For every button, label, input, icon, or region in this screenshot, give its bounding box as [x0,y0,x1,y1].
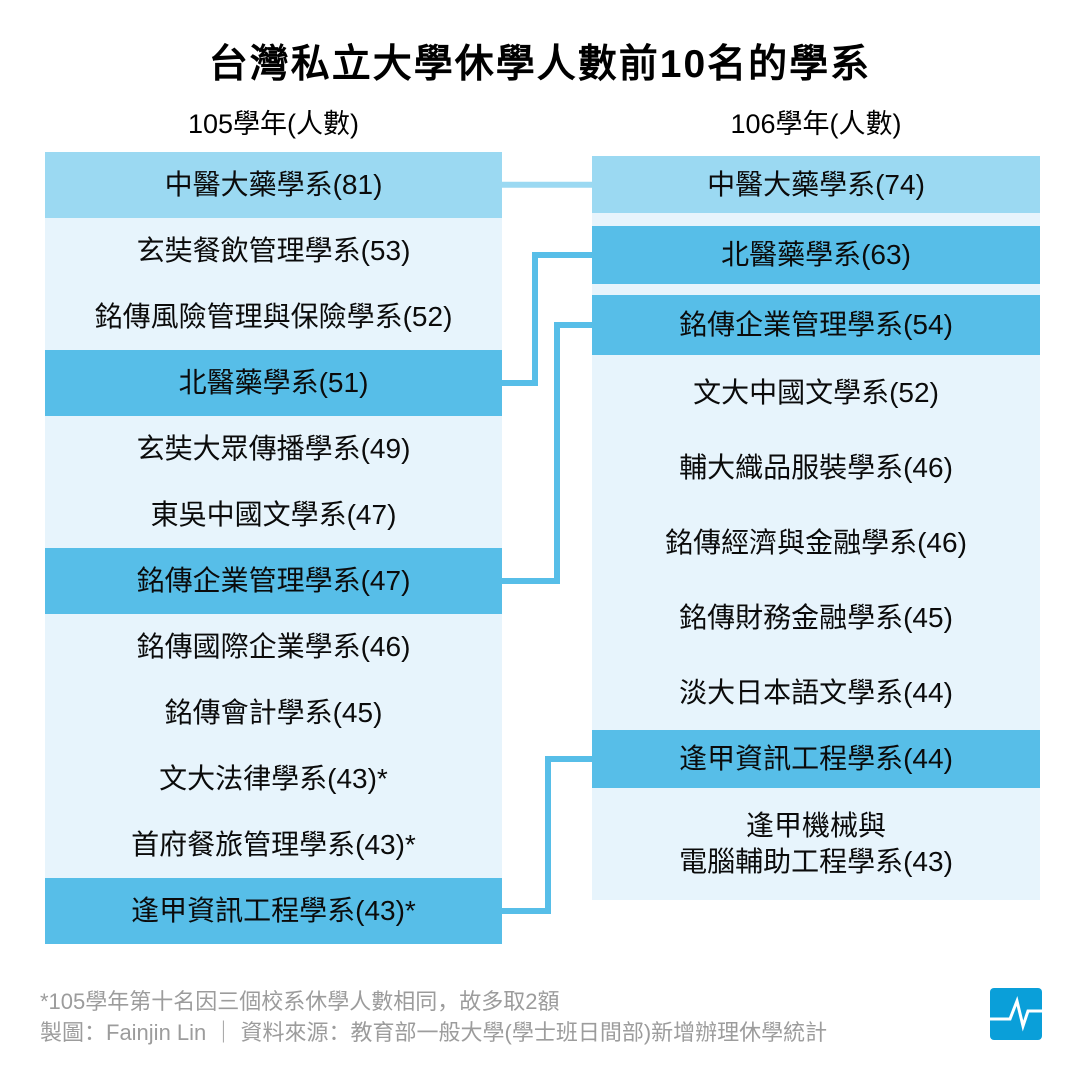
credit-source-text: 製圖：Fainjin Lin ｜ 資料來源：教育部一般大學(學士班日間部)新增辦… [40,1020,828,1045]
dept-row: 北醫藥學系(63) [592,226,1040,284]
dept-row: 輔大織品服裝學系(46) [592,430,1040,505]
dept-row: 東吳中國文學系(47) [45,482,502,548]
chart-title: 台灣私立大學休學人數前10名的學系 [208,43,872,86]
dept-row: 北醫藥學系(51) [45,350,502,416]
dept-row: 銘傳會計學系(45) [45,680,502,746]
ranking-column-105: 中醫大藥學系(81)玄奘餐飲管理學系(53)銘傳風險管理與保險學系(52)北醫藥… [45,152,502,944]
connector-line [502,756,592,914]
ranking-column-106: 中醫大藥學系(74) 北醫藥學系(63) 銘傳企業管理學系(54)文大中國文學系(5… [592,156,1040,900]
footnote-text: *105學年第十名因三個校系休學人數相同，故多取2額 [40,989,560,1014]
connector-line [502,252,592,386]
dept-row: 銘傳風險管理與保險學系(52) [45,284,502,350]
column-header-106: 106學年(人數) [730,109,902,139]
dept-row: 文大中國文學系(52) [592,355,1040,430]
dept-row: 中醫大藥學系(81) [45,152,502,218]
dept-row: 銘傳經濟與金融學系(46) [592,505,1040,580]
dept-row: 淡大日本語文學系(44) [592,655,1040,730]
dept-row: 銘傳企業管理學系(47) [45,548,502,614]
row-spacer [592,213,1040,226]
dept-row: 逢甲機械與 電腦輔助工程學系(43) [592,788,1040,900]
logo-badge [990,988,1042,1040]
connector-line [502,322,592,584]
dept-row: 銘傳企業管理學系(54) [592,295,1040,355]
dept-row: 銘傳國際企業學系(46) [45,614,502,680]
dept-row: 文大法律學系(43)* [45,746,502,812]
dept-row: 逢甲資訊工程學系(44) [592,730,1040,788]
dept-row: 中醫大藥學系(74) [592,156,1040,213]
dept-row: 銘傳財務金融學系(45) [592,580,1040,655]
pulse-line-icon [990,995,1042,1032]
row-spacer [592,284,1040,295]
dept-row: 首府餐旅管理學系(43)* [45,812,502,878]
column-header-105: 105學年(人數) [187,109,360,139]
dept-row: 逢甲資訊工程學系(43)* [45,878,502,944]
dept-row: 玄奘餐飲管理學系(53) [45,218,502,284]
dept-row: 玄奘大眾傳播學系(49) [45,416,502,482]
